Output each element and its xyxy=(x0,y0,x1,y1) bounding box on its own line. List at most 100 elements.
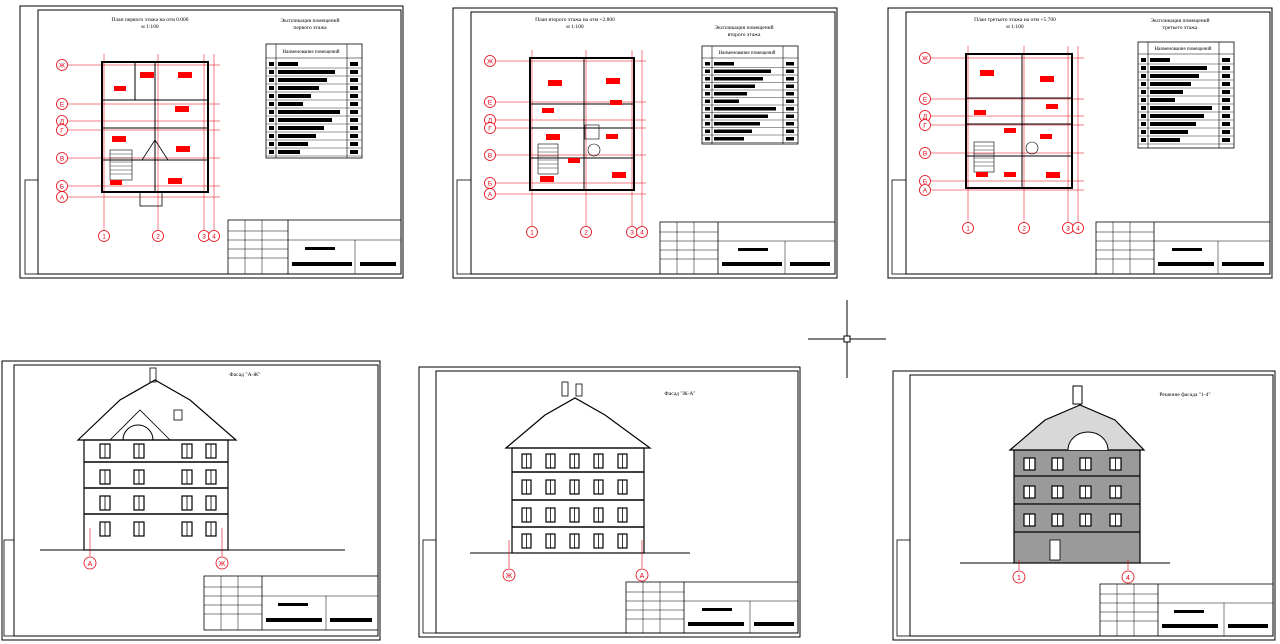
legend-row-redacted xyxy=(714,62,734,66)
legend-row-redacted xyxy=(1150,122,1196,126)
axis-label: Ж xyxy=(487,59,493,66)
plan-title: План третьего этажа на отм +5.700 xyxy=(974,17,1056,23)
axis-label: 4 xyxy=(212,234,216,241)
room-legend-table: Наименование помещений xyxy=(701,45,799,145)
axis-label: А xyxy=(923,188,928,195)
legend-row-redacted xyxy=(278,102,303,106)
plan-title: План второго этажа на отм +2.800 xyxy=(535,17,615,23)
legend-row-redacted xyxy=(1150,82,1191,86)
axis-label: В xyxy=(923,151,927,158)
legend-row-redacted xyxy=(714,99,739,103)
sheet-plan-first-floor[interactable]: План первого этажа на отм 0.000 м 1:100 … xyxy=(19,5,404,279)
legend-row-redacted xyxy=(1150,130,1188,134)
title-block xyxy=(1099,583,1274,637)
axis-label: 1 xyxy=(530,230,534,237)
legend-row-redacted xyxy=(278,86,319,90)
legend-row-redacted xyxy=(714,129,752,133)
axis-label: Г xyxy=(60,128,64,135)
legend-row-redacted xyxy=(278,134,316,138)
axis-label: Б xyxy=(60,184,64,191)
axis-label: Ж xyxy=(506,573,513,580)
legend-row-redacted xyxy=(278,118,332,122)
floor-plan xyxy=(101,61,209,207)
facade-axis-a: А xyxy=(635,540,649,582)
legend-row-redacted xyxy=(1150,106,1212,110)
legend-row-redacted xyxy=(278,110,340,114)
legend-row-redacted xyxy=(1150,138,1180,142)
legend-row-redacted xyxy=(714,69,771,73)
legend-title: Экспликация помещений xyxy=(714,24,773,31)
axis-label: 1 xyxy=(966,226,970,233)
legend-row-redacted xyxy=(1150,90,1183,94)
legend-header: Наименование помещений xyxy=(283,50,340,55)
legend-row-redacted xyxy=(714,122,760,126)
legend-row-redacted xyxy=(278,126,324,130)
legend-row-redacted xyxy=(1150,58,1170,62)
sheet-plan-third-floor[interactable]: План третьего этажа на отм +5.700 м 1:10… xyxy=(887,7,1273,279)
sheet-facade-zh-a[interactable]: Фасад "Ж-А" Ж А xyxy=(418,366,801,638)
axis-label: Д xyxy=(488,118,493,125)
legend-row-redacted xyxy=(714,92,747,96)
facade-drawing xyxy=(40,367,345,551)
legend-row-redacted xyxy=(1150,98,1175,102)
axis-label: А xyxy=(488,192,493,199)
facade-drawing xyxy=(470,381,690,554)
title-block xyxy=(659,221,836,275)
legend-row-redacted xyxy=(278,94,311,98)
axis-label: Б xyxy=(923,179,927,186)
legend-title: Экспликация помещений xyxy=(280,17,339,24)
facade-axis-zh: Ж xyxy=(502,540,516,582)
axis-label: Д xyxy=(60,119,65,126)
legend-subtitle: второго этажа xyxy=(728,32,761,38)
sheet-facade-a-zh[interactable]: Фасад "А-Ж" А Ж xyxy=(1,360,381,641)
axis-label: А xyxy=(640,573,645,580)
axis-label: 1 xyxy=(102,234,106,241)
title-block xyxy=(227,219,402,275)
facade-axis-4: 4 xyxy=(1121,560,1135,584)
floor-plan xyxy=(529,57,635,191)
axis-label: 3 xyxy=(202,234,206,241)
facade-axis-zh: Ж xyxy=(215,528,229,570)
plan-scale: м 1:100 xyxy=(141,24,159,30)
legend-row-redacted xyxy=(278,78,327,82)
axis-label: 2 xyxy=(1022,226,1026,233)
legend-row-redacted xyxy=(1150,74,1199,78)
title-block xyxy=(625,581,799,634)
legend-row-redacted xyxy=(278,150,300,154)
plan-title: План первого этажа на отм 0.000 xyxy=(111,17,188,23)
legend-header: Наименование помещений xyxy=(719,51,776,56)
axis-label: В xyxy=(488,153,492,160)
legend-row-redacted xyxy=(278,70,335,74)
axis-label: Ж xyxy=(59,63,65,70)
axis-label: 2 xyxy=(584,230,588,237)
legend-row-redacted xyxy=(714,77,763,81)
axis-label: 4 xyxy=(640,230,644,237)
facade-title: Фасад "Ж-А" xyxy=(664,391,695,397)
sheet-facade-1-4[interactable]: Решение фасада "1-4" 1 4 xyxy=(892,370,1276,641)
title-block xyxy=(1095,221,1271,275)
axis-label: Е xyxy=(488,100,493,107)
legend-subtitle: третьего этажа xyxy=(1163,25,1198,31)
room-legend-table: Наименование помещений xyxy=(1137,41,1235,149)
facade-drawing xyxy=(960,385,1170,564)
axis-label: 3 xyxy=(1066,226,1070,233)
axis-label: Е xyxy=(60,102,65,109)
floor-plan xyxy=(965,53,1073,189)
room-legend-table: Наименование помещений xyxy=(265,43,363,159)
crosshair-cursor-icon xyxy=(808,300,886,378)
axis-label: Г xyxy=(488,126,492,133)
legend-row-redacted xyxy=(1150,114,1204,118)
axis-label: Б xyxy=(488,181,492,188)
axis-label: В xyxy=(60,156,64,163)
axis-label: А xyxy=(88,561,93,568)
plan-scale: м 1:100 xyxy=(566,24,584,30)
legend-row-redacted xyxy=(714,114,768,118)
axis-label: 4 xyxy=(1076,226,1080,233)
axis-label: Д xyxy=(923,114,928,121)
sheet-plan-second-floor[interactable]: План второго этажа на отм +2.800 м 1:100… xyxy=(452,7,838,279)
axis-label: Г xyxy=(923,123,927,130)
legend-row-redacted xyxy=(714,84,755,88)
axis-label: 3 xyxy=(630,230,634,237)
